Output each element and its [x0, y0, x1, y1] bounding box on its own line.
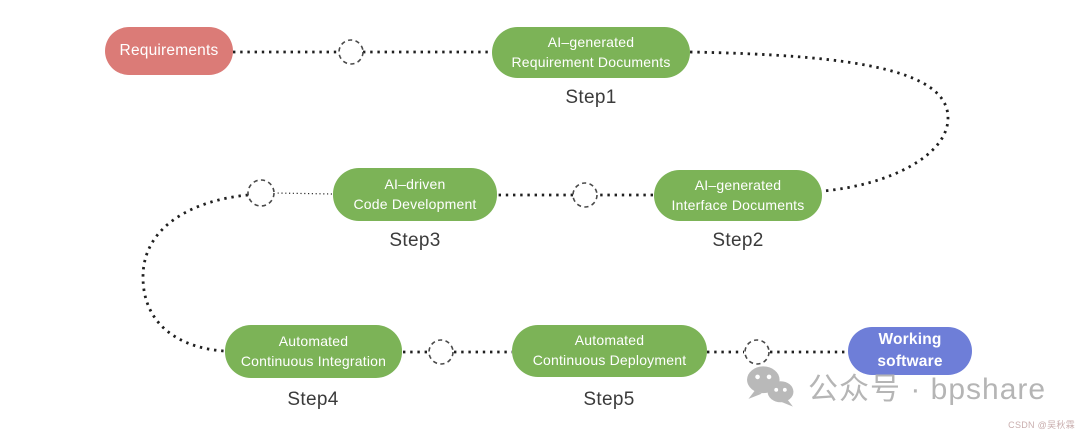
- node-step3: AI–driven Code Development: [333, 168, 497, 221]
- joint-circle-5: [744, 339, 770, 365]
- node-step2: AI–generated Interface Documents: [654, 170, 822, 221]
- csdn-watermark: CSDN @吴秋霖: [1008, 420, 1075, 430]
- connector-joint3-step4-curve: [141, 193, 249, 353]
- joint-circle-2: [572, 182, 598, 208]
- step1-label: Step1: [565, 87, 617, 108]
- node-step5: Automated Continuous Deployment: [512, 325, 707, 377]
- connector-step3-joint3-fine: [274, 192, 333, 195]
- joint-circle-3: [247, 179, 275, 207]
- step2-label: Step2: [712, 230, 764, 251]
- wechat-icon: [747, 366, 794, 407]
- node-requirements: Requirements: [105, 27, 233, 75]
- node-step4: Automated Continuous Integration: [225, 325, 402, 378]
- watermark: 公众号 · bpshare: [744, 364, 1046, 408]
- step5-label: Step5: [583, 389, 635, 410]
- connector-step1-step2-curve: [689, 50, 950, 193]
- watermark-account-text: 公众号 · bpshare: [808, 373, 1047, 406]
- node-step1: AI–generated Requirement Documents: [492, 27, 690, 78]
- joint-circle-4: [428, 339, 454, 365]
- step3-label: Step3: [389, 230, 441, 251]
- step4-label: Step4: [287, 389, 339, 410]
- joint-circle-1: [338, 39, 364, 65]
- node-working-software: Working software: [848, 327, 972, 375]
